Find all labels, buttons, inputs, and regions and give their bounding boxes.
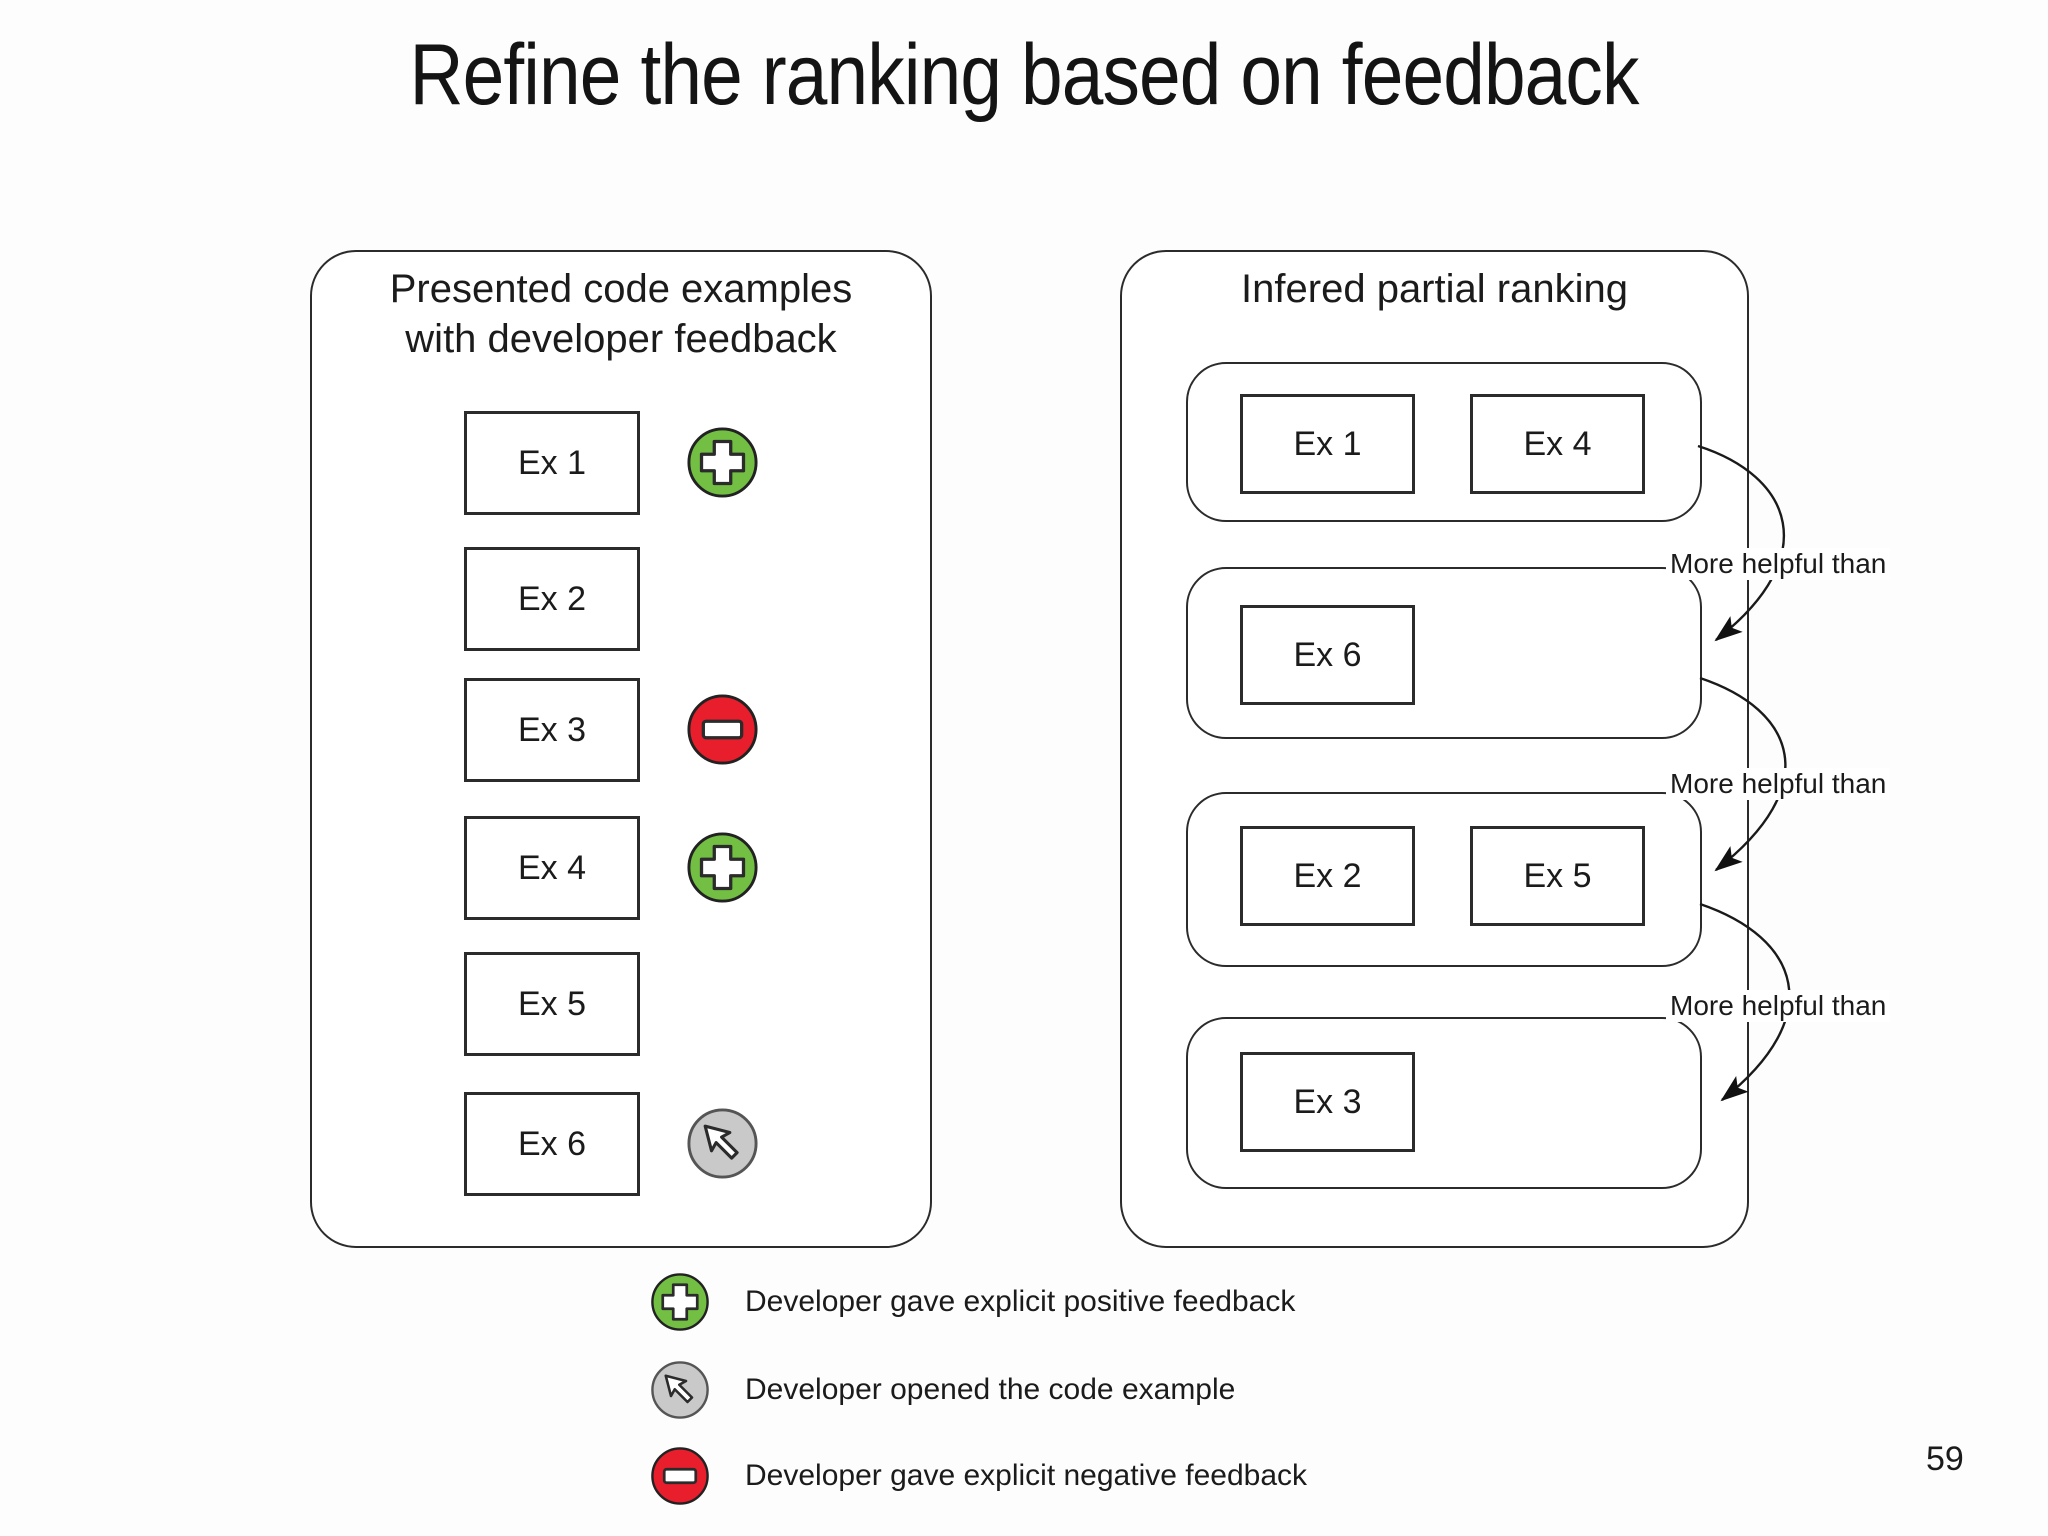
more-helpful-label-2: More helpful than	[1666, 768, 1891, 800]
example-box-ex2: Ex 2	[464, 547, 640, 651]
page-number: 59	[1926, 1440, 1964, 1478]
slide-title: Refine the ranking based on feedback	[409, 27, 1639, 123]
left-panel-title-line2: with developer feedback	[405, 317, 837, 361]
ranking-group-3: Ex 2 Ex 5	[1186, 792, 1702, 967]
ranked-box-ex3: Ex 3	[1240, 1052, 1415, 1152]
legend-positive-text: Developer gave explicit positive feedbac…	[745, 1285, 1296, 1318]
positive-feedback-icon	[686, 426, 759, 499]
ranking-group-1: Ex 1 Ex 4	[1186, 362, 1702, 522]
example-box-ex3: Ex 3	[464, 678, 640, 782]
ranked-box-ex4: Ex 4	[1470, 394, 1645, 494]
positive-feedback-icon	[686, 831, 759, 904]
example-box-ex1: Ex 1	[464, 411, 640, 515]
legend-negative-text: Developer gave explicit negative feedbac…	[745, 1459, 1308, 1492]
legend-opened-text: Developer opened the code example	[745, 1373, 1236, 1406]
ranked-box-ex5: Ex 5	[1470, 826, 1645, 926]
legend-cursor-circle-icon	[650, 1360, 710, 1420]
opened-cursor-icon	[686, 1107, 759, 1180]
left-panel-title-line1: Presented code examples	[389, 267, 853, 311]
right-panel-title: Infered partial ranking	[1241, 267, 1628, 311]
left-panel: Presented code examples with developer f…	[310, 250, 932, 1248]
example-box-ex5: Ex 5	[464, 952, 640, 1056]
example-box-ex4: Ex 4	[464, 816, 640, 920]
ranked-box-ex6: Ex 6	[1240, 605, 1415, 705]
negative-feedback-icon	[686, 693, 759, 766]
ranking-group-2: Ex 6	[1186, 567, 1702, 739]
ranking-group-4: Ex 3	[1186, 1017, 1702, 1189]
ranked-box-ex1: Ex 1	[1240, 394, 1415, 494]
example-box-ex6: Ex 6	[464, 1092, 640, 1196]
more-helpful-label-3: More helpful than	[1666, 990, 1891, 1022]
ranked-box-ex2: Ex 2	[1240, 826, 1415, 926]
more-helpful-label-1: More helpful than	[1666, 548, 1891, 580]
legend-minus-circle-icon	[650, 1446, 710, 1506]
left-panel-title: Presented code examples with developer f…	[312, 264, 930, 364]
legend-plus-circle-icon	[650, 1272, 710, 1332]
right-panel: Infered partial ranking Ex 1 Ex 4 Ex 6 E…	[1120, 250, 1749, 1248]
